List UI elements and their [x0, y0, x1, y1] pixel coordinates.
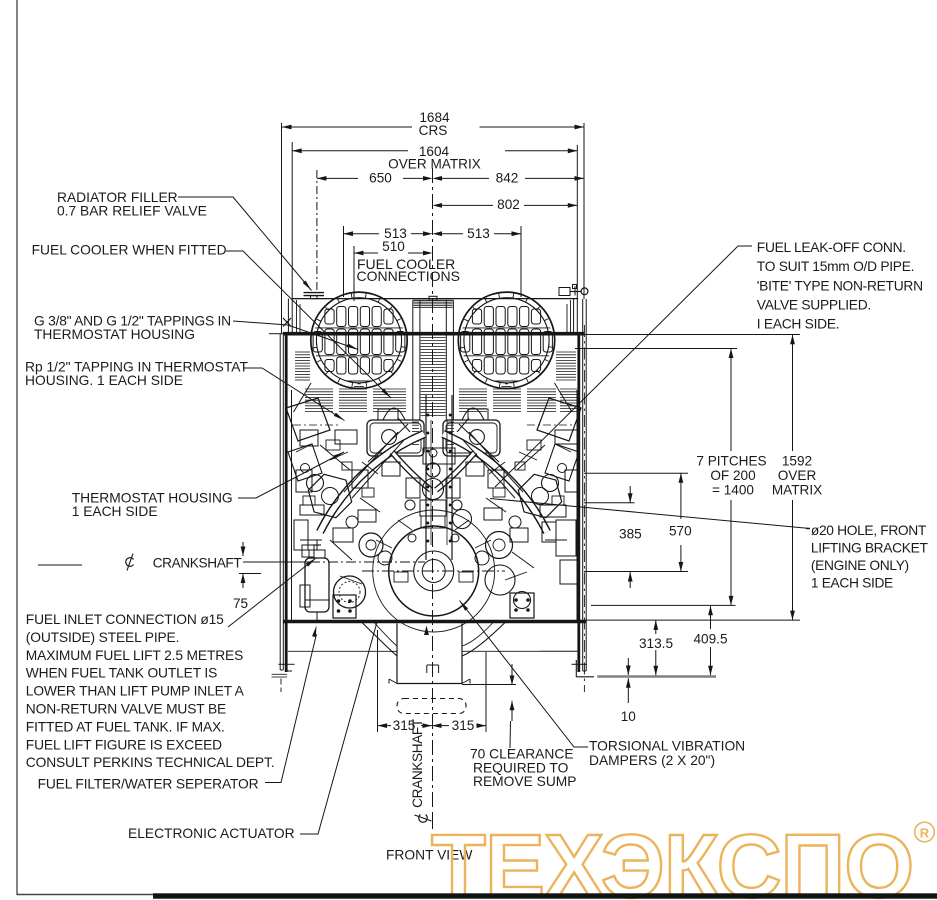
svg-text:MATRIX: MATRIX: [772, 483, 822, 498]
svg-text:'BITE' TYPE NON-RETURN: 'BITE' TYPE NON-RETURN: [757, 278, 923, 293]
svg-text:CRANKSHAFT: CRANKSHAFT: [410, 719, 425, 808]
svg-text:1684: 1684: [419, 110, 450, 125]
svg-text:CRANKSHAFT: CRANKSHAFT: [153, 556, 242, 571]
svg-text:OVER MATRIX: OVER MATRIX: [388, 157, 481, 172]
svg-text:HOUSING. 1 EACH SIDE: HOUSING. 1 EACH SIDE: [25, 373, 183, 388]
svg-text:1592: 1592: [782, 454, 812, 469]
svg-text:FUEL LIFT FIGURE IS EXCEED: FUEL LIFT FIGURE IS EXCEED: [26, 737, 222, 752]
svg-text:7 PITCHES: 7 PITCHES: [696, 454, 766, 469]
svg-text:10: 10: [621, 709, 637, 724]
svg-text:0.7 BAR RELIEF VALVE: 0.7 BAR RELIEF VALVE: [57, 204, 207, 219]
svg-text:CRS: CRS: [419, 123, 448, 138]
svg-text:ø20 HOLE, FRONT: ø20 HOLE, FRONT: [811, 523, 927, 538]
svg-text:I EACH SIDE.: I EACH SIDE.: [757, 317, 840, 332]
svg-text:FUEL INLET CONNECTION ø15: FUEL INLET CONNECTION ø15: [26, 612, 224, 627]
svg-text:OF 200: OF 200: [710, 468, 756, 483]
svg-text:513: 513: [467, 226, 490, 241]
svg-text:ELECTRONIC ACTUATOR: ELECTRONIC ACTUATOR: [128, 826, 295, 841]
svg-text:409.5: 409.5: [693, 632, 727, 647]
svg-text:MAXIMUM FUEL LIFT 2.5 METRES: MAXIMUM FUEL LIFT 2.5 METRES: [26, 648, 243, 663]
svg-text:315: 315: [393, 718, 416, 733]
svg-text:(ENGINE ONLY): (ENGINE ONLY): [811, 558, 909, 573]
svg-text:313.5: 313.5: [639, 636, 673, 651]
svg-text:1604: 1604: [419, 144, 450, 159]
svg-text:Rp 1/2" TAPPING IN THERMOSTAT: Rp 1/2" TAPPING IN THERMOSTAT: [25, 360, 248, 375]
svg-text:RADIATOR FILLER: RADIATOR FILLER: [57, 190, 178, 205]
svg-text:FUEL COOLER WHEN FITTED: FUEL COOLER WHEN FITTED: [32, 243, 227, 258]
svg-text:REQUIRED TO: REQUIRED TO: [473, 760, 569, 775]
svg-text:DAMPERS (2 X 20"): DAMPERS (2 X 20"): [589, 753, 715, 768]
svg-text:FUEL FILTER/WATER SEPERATOR: FUEL FILTER/WATER SEPERATOR: [38, 776, 259, 791]
svg-text:650: 650: [369, 171, 392, 186]
svg-text:570: 570: [669, 523, 692, 538]
svg-text:510: 510: [382, 239, 405, 254]
svg-text:385: 385: [619, 527, 642, 542]
svg-text:LOWER THAN LIFT PUMP INLET A: LOWER THAN LIFT PUMP INLET A: [26, 684, 245, 699]
svg-text:75: 75: [233, 596, 248, 611]
svg-text:TORSIONAL VIBRATION: TORSIONAL VIBRATION: [589, 739, 745, 754]
svg-text:R: R: [920, 826, 930, 841]
svg-text:THERMOSTAT HOUSING: THERMOSTAT HOUSING: [72, 491, 233, 506]
svg-text:G 3/8" AND G 1/2" TAPPINGS IN: G 3/8" AND G 1/2" TAPPINGS IN: [34, 314, 231, 329]
svg-text:= 1400: = 1400: [712, 483, 754, 498]
svg-text:802: 802: [497, 197, 520, 212]
svg-text:315: 315: [452, 718, 475, 733]
svg-text:VALVE SUPPLIED.: VALVE SUPPLIED.: [757, 298, 871, 313]
svg-text:(OUTSIDE) STEEL PIPE.: (OUTSIDE) STEEL PIPE.: [26, 630, 180, 645]
svg-text:FUEL LEAK-OFF CONN.: FUEL LEAK-OFF CONN.: [757, 240, 906, 255]
svg-text:WHEN FUEL TANK OUTLET IS: WHEN FUEL TANK OUTLET IS: [26, 666, 217, 681]
svg-text:1 EACH SIDE: 1 EACH SIDE: [72, 504, 158, 519]
svg-text:REMOVE SUMP: REMOVE SUMP: [473, 774, 577, 789]
svg-text:842: 842: [496, 171, 519, 186]
svg-text:FUEL COOLER: FUEL COOLER: [357, 256, 455, 272]
svg-text:THERMOSTAT HOUSING: THERMOSTAT HOUSING: [34, 327, 195, 342]
svg-text:1 EACH SIDE: 1 EACH SIDE: [811, 575, 893, 590]
svg-text:OVER: OVER: [778, 468, 817, 483]
svg-text:ТЕХЭКСПО: ТЕХЭКСПО: [431, 817, 913, 900]
svg-text:FRONT VIEW: FRONT VIEW: [386, 848, 472, 863]
svg-text:70 CLEARANCE: 70 CLEARANCE: [470, 747, 574, 762]
svg-text:NON-RETURN VALVE MUST BE: NON-RETURN VALVE MUST BE: [26, 702, 226, 717]
svg-text:LIFTING BRACKET: LIFTING BRACKET: [811, 541, 929, 556]
svg-text:FITTED AT FUEL TANK. IF MAX.: FITTED AT FUEL TANK. IF MAX.: [26, 719, 225, 734]
svg-text:TO SUIT 15mm O/D PIPE.: TO SUIT 15mm O/D PIPE.: [757, 259, 914, 274]
svg-text:CONSULT PERKINS TECHNICAL DEPT: CONSULT PERKINS TECHNICAL DEPT.: [26, 755, 275, 770]
svg-text:513: 513: [384, 226, 407, 241]
svg-text:CONNECTIONS: CONNECTIONS: [357, 268, 460, 284]
